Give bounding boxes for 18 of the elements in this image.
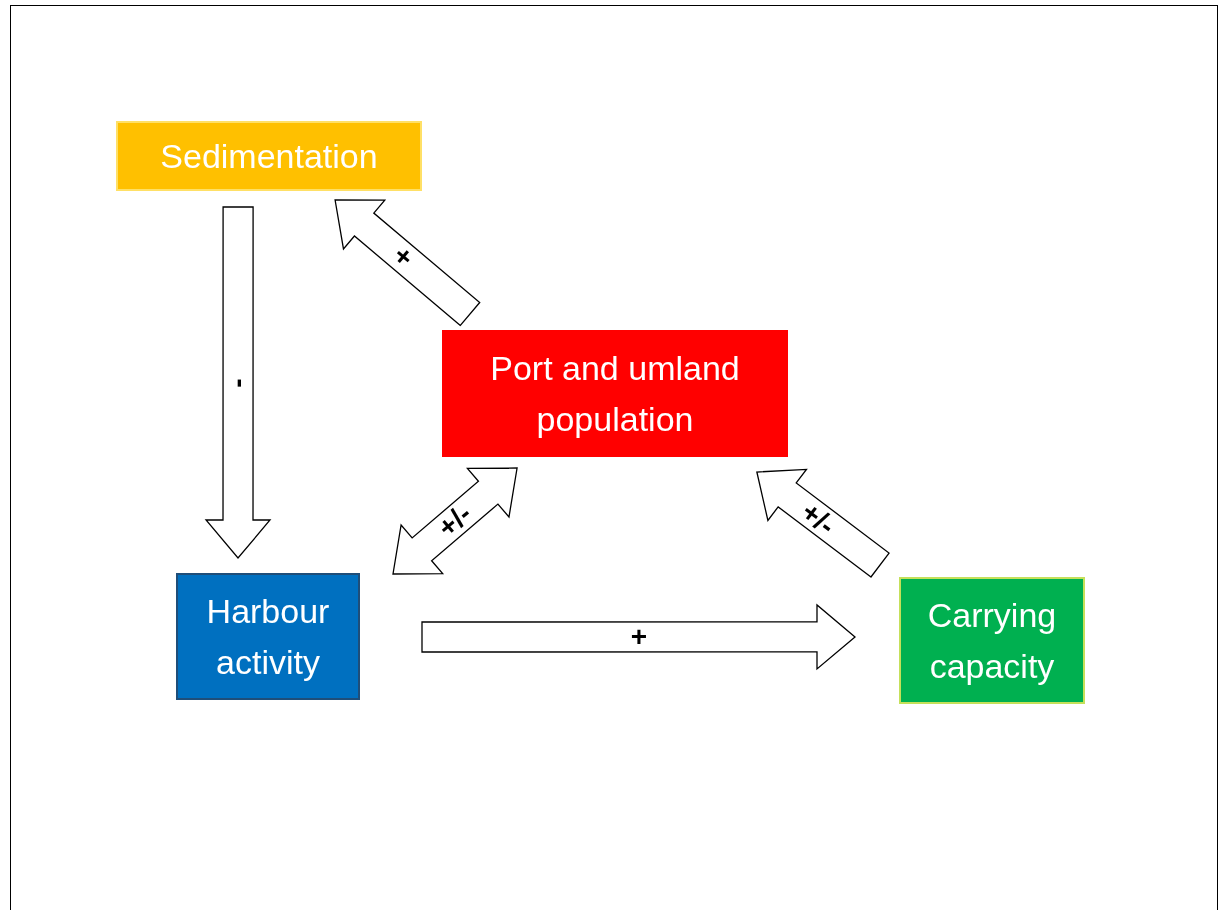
edge-label: - [224,377,253,388]
node-label: Sedimentation [160,135,378,177]
block-arrow [204,206,272,559]
block-arrow [756,468,890,578]
node-label: Harbour activity [205,590,331,683]
population-box [442,330,788,457]
edge-label: +/- [796,497,841,540]
node-label: Carrying capacity [926,594,1058,687]
edge-label: +/- [433,499,477,543]
capacity-box [899,577,1085,704]
double-block-arrow [392,467,518,575]
block-arrow [334,199,481,327]
block-arrow [421,603,856,671]
edge-label: + [387,241,418,273]
sedimentation-box [116,121,422,191]
edge-label: + [630,622,647,651]
harbour-box [176,573,360,700]
node-label: Port and umland population [489,347,741,440]
